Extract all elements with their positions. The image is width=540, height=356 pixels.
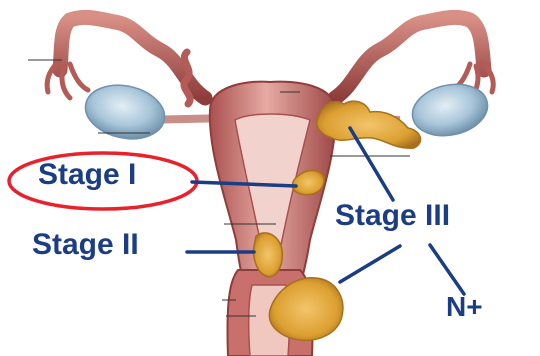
- nodal-label: N+: [446, 293, 483, 321]
- stage-2-label: Stage II: [32, 230, 139, 260]
- stage-3-label: Stage III: [335, 201, 450, 231]
- pointer-n-plus: [430, 245, 464, 294]
- ovary-right: [408, 78, 493, 143]
- ovary-left: [80, 78, 169, 145]
- pointer-stage-3-vagina: [340, 246, 400, 282]
- stage-1-label: Stage I: [38, 160, 136, 190]
